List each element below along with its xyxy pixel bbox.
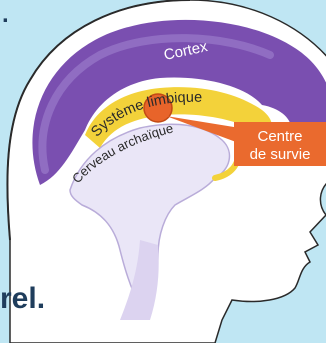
top-left-fragment: . <box>2 1 9 28</box>
bottom-left-fragment: rel. <box>0 282 45 315</box>
survival-label-line2: de survie <box>250 146 311 163</box>
survival-label-line1: Centre <box>257 128 302 145</box>
